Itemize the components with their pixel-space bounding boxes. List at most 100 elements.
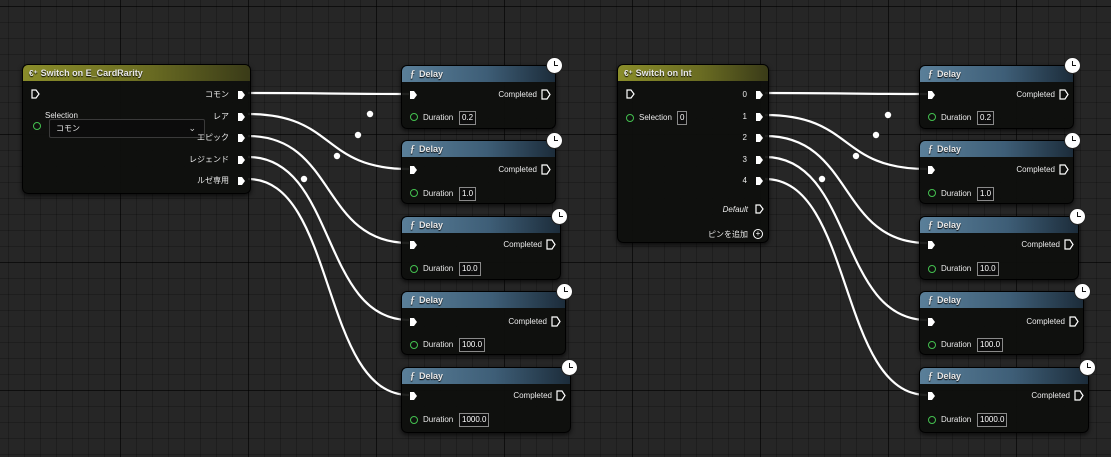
reroute-knot[interactable]	[354, 131, 362, 139]
reroute-knot[interactable]	[818, 175, 826, 183]
exec-in-pin[interactable]	[409, 391, 418, 401]
duration-pin[interactable]	[410, 189, 418, 197]
duration-field[interactable]: 1000.0	[977, 413, 1008, 427]
reroute-knot[interactable]	[366, 110, 374, 118]
exec-in-pin[interactable]	[409, 90, 418, 100]
reroute-knot[interactable]	[333, 152, 341, 160]
output-pin-epic[interactable]	[237, 133, 246, 143]
completed-label: Completed	[503, 240, 542, 249]
switch-int-header[interactable]: €⁺Switch on Int	[618, 65, 768, 81]
exec-in-pin[interactable]	[927, 240, 936, 250]
duration-field[interactable]: 10.0	[459, 262, 481, 276]
duration-pin[interactable]	[410, 265, 418, 273]
completed-pin[interactable]	[541, 89, 551, 100]
reroute-knot[interactable]	[852, 152, 860, 160]
default-pin[interactable]	[755, 204, 764, 214]
duration-pin[interactable]	[928, 265, 936, 273]
duration-pin[interactable]	[928, 341, 936, 349]
duration-field[interactable]: 0.2	[977, 111, 995, 125]
exec-in-pin[interactable]	[31, 89, 40, 99]
completed-pin[interactable]	[1064, 239, 1074, 250]
clock-icon	[546, 57, 563, 74]
duration-pin[interactable]	[410, 341, 418, 349]
duration-pin[interactable]	[928, 189, 936, 197]
reroute-knot[interactable]	[872, 131, 880, 139]
completed-pin[interactable]	[546, 239, 556, 250]
clock-icon	[1074, 283, 1091, 300]
delay-title: Delay	[937, 144, 962, 154]
output-label-1: 1	[742, 112, 747, 121]
switch-on-card-rarity-node[interactable]: €⁺Switch on E_CardRarity Selection コモン ⌄…	[22, 64, 251, 194]
completed-pin[interactable]	[1059, 89, 1069, 100]
switch-on-int-node[interactable]: €⁺Switch on Int Selection 0 0 1 2 3 4 De…	[617, 64, 769, 243]
selection-dropdown[interactable]: コモン ⌄	[49, 119, 205, 138]
completed-pin[interactable]	[1074, 390, 1084, 401]
output-pin-legend[interactable]	[237, 155, 246, 165]
completed-label: Completed	[508, 317, 547, 326]
completed-pin[interactable]	[1069, 316, 1079, 327]
duration-pin[interactable]	[928, 113, 936, 121]
duration-field[interactable]: 100.0	[977, 338, 1004, 352]
exec-in-pin[interactable]	[409, 165, 418, 175]
exec-in-pin[interactable]	[927, 165, 936, 175]
duration-field[interactable]: 100.0	[459, 338, 486, 352]
exec-in-pin[interactable]	[409, 240, 418, 250]
switch-rarity-header[interactable]: €⁺Switch on E_CardRarity	[23, 65, 250, 81]
output-pin-rare[interactable]	[237, 112, 246, 122]
selection-value-field[interactable]: 0	[677, 111, 688, 125]
output-pin-1[interactable]	[755, 112, 764, 122]
output-pin-3[interactable]	[755, 155, 764, 165]
exec-in-pin[interactable]	[927, 391, 936, 401]
selection-pin[interactable]	[626, 114, 634, 122]
output-pin-4[interactable]	[755, 176, 764, 186]
output-pin-2[interactable]	[755, 133, 764, 143]
completed-pin[interactable]	[556, 390, 566, 401]
duration-field[interactable]: 1000.0	[459, 413, 490, 427]
selection-pin[interactable]	[33, 122, 41, 130]
output-pin-exclusive[interactable]	[237, 176, 246, 186]
duration-field[interactable]: 1.0	[459, 187, 477, 201]
duration-field[interactable]: 10.0	[977, 262, 999, 276]
reroute-knot[interactable]	[300, 175, 308, 183]
completed-pin[interactable]	[541, 164, 551, 175]
exec-in-pin[interactable]	[927, 317, 936, 327]
completed-label: Completed	[498, 165, 537, 174]
duration-pin[interactable]	[410, 416, 418, 424]
duration-pin[interactable]	[928, 416, 936, 424]
reroute-knot[interactable]	[884, 111, 892, 119]
clock-icon	[546, 132, 563, 149]
exec-in-pin[interactable]	[626, 89, 635, 99]
output-pin-common[interactable]	[237, 90, 246, 100]
exec-in-pin[interactable]	[927, 90, 936, 100]
completed-pin[interactable]	[1059, 164, 1069, 175]
add-pin-button[interactable]: ピンを追加 +	[694, 228, 764, 240]
duration-pin[interactable]	[410, 113, 418, 121]
exec-wire	[764, 134, 928, 245]
selection-value: コモン	[56, 124, 80, 133]
output-pin-0[interactable]	[755, 90, 764, 100]
duration-field[interactable]: 0.2	[459, 111, 477, 125]
exec-in-pin[interactable]	[409, 317, 418, 327]
completed-pin[interactable]	[551, 316, 561, 327]
duration-field[interactable]: 1.0	[977, 187, 995, 201]
